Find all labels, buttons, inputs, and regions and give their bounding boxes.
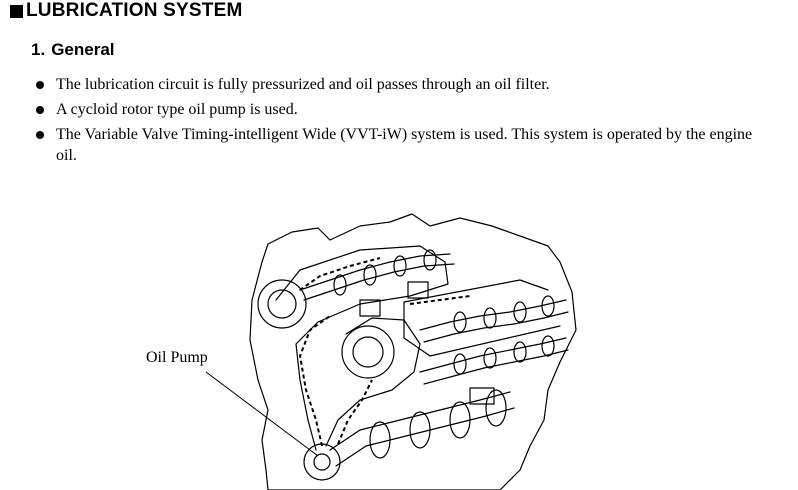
section-header: LUBRICATION SYSTEM <box>10 0 242 22</box>
bullet-list: The lubrication circuit is fully pressur… <box>36 74 776 170</box>
oil-pump-label: Oil Pump <box>146 349 208 366</box>
bullet-dot-icon <box>36 131 44 139</box>
oil-gallery <box>403 279 561 357</box>
left-timing-chain <box>275 245 449 451</box>
bullet-item: The lubrication circuit is fully pressur… <box>36 74 776 95</box>
lower-camshaft <box>419 299 567 331</box>
subsection-number: 1. <box>31 40 46 59</box>
bullet-text: The Variable Valve Timing-intelligent Wi… <box>56 126 753 164</box>
right-cam-sprocket <box>341 325 395 379</box>
bullet-dot-icon <box>36 106 44 114</box>
bullet-item: The Variable Valve Timing-intelligent Wi… <box>36 124 776 166</box>
bullet-dot-icon <box>36 81 44 89</box>
oil-flow-path <box>337 379 373 445</box>
crankshaft <box>329 391 511 451</box>
bullet-text: The lubrication circuit is fully pressur… <box>56 76 550 93</box>
oil-flow-path <box>298 315 331 447</box>
subsection-title: General <box>51 40 115 59</box>
oil-pump-leader-line <box>205 371 319 457</box>
section-square-icon <box>10 4 23 18</box>
right-timing-chain <box>325 317 421 447</box>
subsection-heading: 1. General <box>31 40 115 60</box>
bullet-item: A cycloid rotor type oil pump is used. <box>36 99 776 120</box>
section-title: LUBRICATION SYSTEM <box>26 0 243 21</box>
bullet-text: A cycloid rotor type oil pump is used. <box>56 101 298 118</box>
oil-flow-path <box>409 295 471 305</box>
oil-flow-path <box>299 257 381 291</box>
left-cam-sprocket <box>257 279 307 329</box>
engine-outline <box>249 213 577 490</box>
